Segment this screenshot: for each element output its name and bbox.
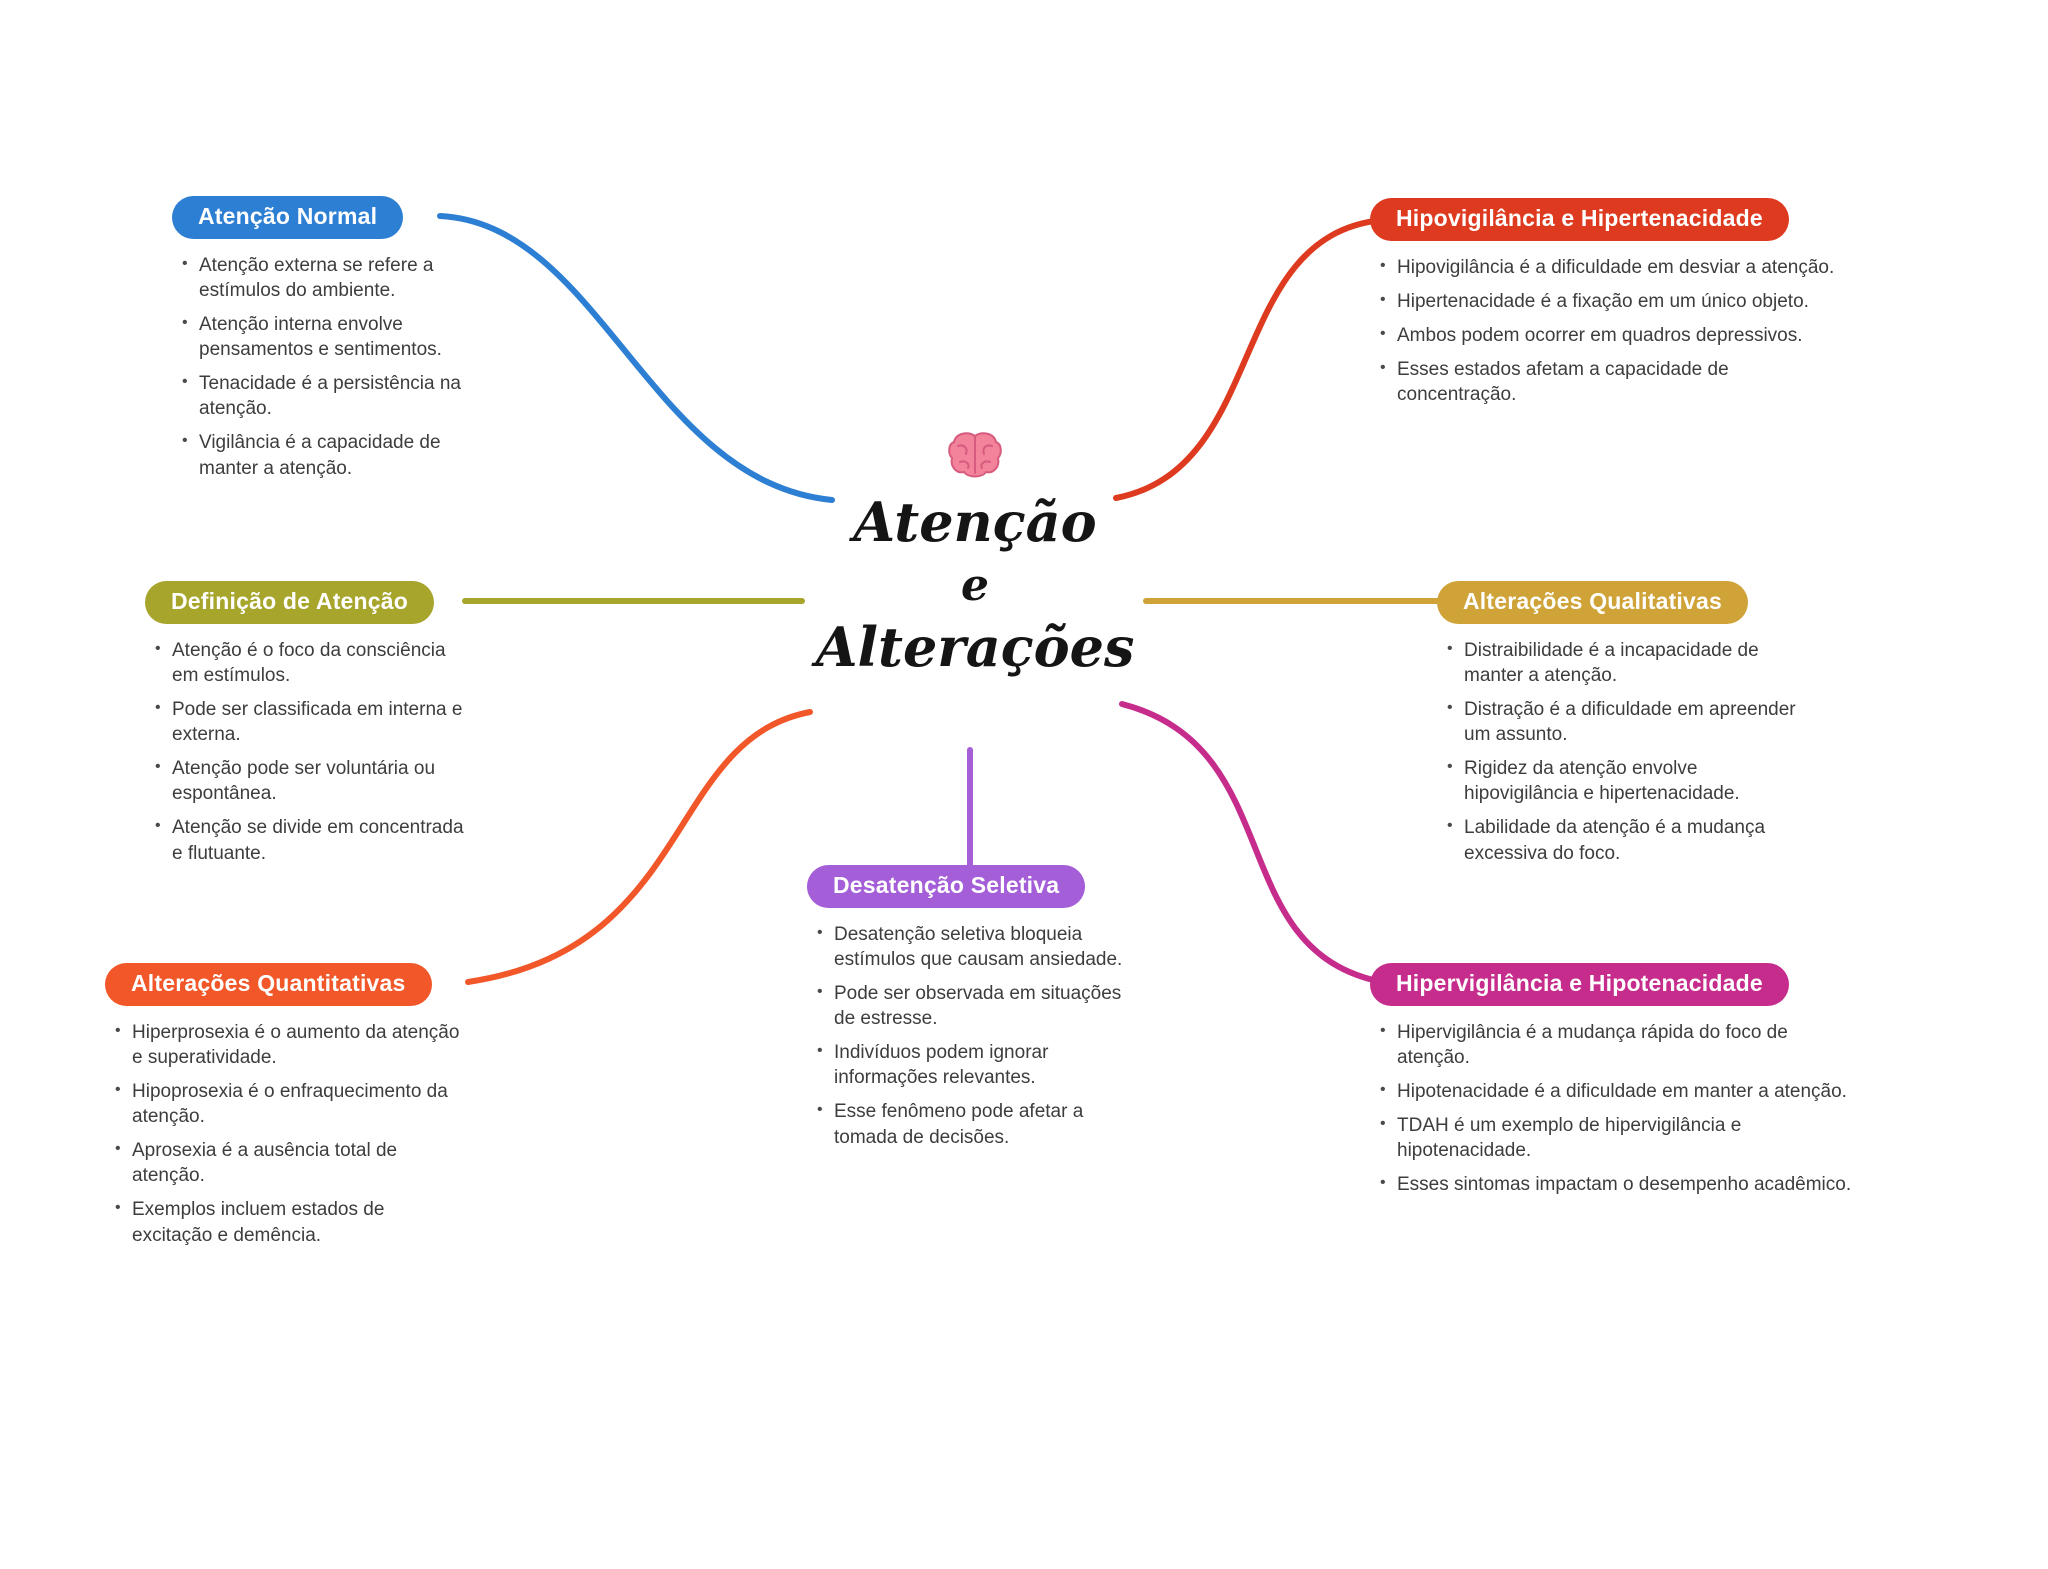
bullet-item: Hipovigilância é a dificuldade em desvia… bbox=[1376, 255, 1846, 280]
branch-desatencao-seletiva: Desatenção Seletiva Desatenção seletiva … bbox=[807, 865, 1143, 1159]
bullet-item: Exemplos incluem estados de excitação e … bbox=[111, 1197, 466, 1247]
bullet-item: Pode ser classificada em interna e exter… bbox=[151, 697, 466, 747]
connector-hipovigilancia bbox=[1113, 217, 1385, 501]
bullet-item: Indivíduos podem ignorar informações rel… bbox=[813, 1040, 1143, 1090]
branch-hipovigilancia-hipertenacidade: Hipovigilância e Hipertenacidade Hipovig… bbox=[1370, 198, 1846, 416]
bullet-item: Distraibilidade é a incapacidade de mant… bbox=[1443, 638, 1803, 688]
bullet-item: Esse fenômeno pode afetar a tomada de de… bbox=[813, 1099, 1143, 1149]
bullet-item: Distração é a dificuldade em apreender u… bbox=[1443, 697, 1803, 747]
branch-alteracoes-quantitativas: Alterações Quantitativas Hiperprosexia é… bbox=[105, 963, 466, 1257]
connector-quantitativas bbox=[465, 709, 813, 985]
bullet-item: Ambos podem ocorrer em quadros depressiv… bbox=[1376, 323, 1846, 348]
bullet-item: Hipotenacidade é a dificuldade em manter… bbox=[1376, 1079, 1856, 1104]
bullet-item: Hipervigilância é a mudança rápida do fo… bbox=[1376, 1020, 1856, 1070]
bullet-item: Hiperprosexia é o aumento da atenção e s… bbox=[111, 1020, 466, 1070]
branch-header-hipovigilancia[interactable]: Hipovigilância e Hipertenacidade bbox=[1370, 198, 1789, 241]
bullet-item: Hipertenacidade é a fixação em um único … bbox=[1376, 289, 1846, 314]
branch-bullets: Hiperprosexia é o aumento da atenção e s… bbox=[111, 1020, 466, 1248]
branch-bullets: Hipovigilância é a dificuldade em desvia… bbox=[1376, 255, 1846, 407]
bullet-item: Hipoprosexia é o enfraquecimento da aten… bbox=[111, 1079, 466, 1129]
bullet-item: Atenção interna envolve pensamentos e se… bbox=[178, 312, 478, 362]
bullet-item: Atenção se divide em concentrada e flutu… bbox=[151, 815, 466, 865]
branch-definicao-de-atencao: Definição de Atenção Atenção é o foco da… bbox=[145, 581, 466, 875]
branch-atencao-normal: Atenção Normal Atenção externa se refere… bbox=[172, 196, 478, 490]
connector-atencao-normal bbox=[437, 213, 835, 503]
bullet-item: Rigidez da atenção envolve hipovigilânci… bbox=[1443, 756, 1803, 806]
branch-bullets: Hipervigilância é a mudança rápida do fo… bbox=[1376, 1020, 1856, 1197]
branch-header-qualitativas[interactable]: Alterações Qualitativas bbox=[1437, 581, 1748, 624]
branch-bullets: Atenção externa se refere a estímulos do… bbox=[178, 253, 478, 481]
bullet-item: Labilidade da atenção é a mudança excess… bbox=[1443, 815, 1803, 865]
branch-header-desatencao[interactable]: Desatenção Seletiva bbox=[807, 865, 1086, 908]
central-topic: Atenção e Alterações bbox=[790, 428, 1160, 681]
branch-bullets: Desatenção seletiva bloqueia estímulos q… bbox=[813, 922, 1143, 1150]
bullet-item: Aprosexia é a ausência total de atenção. bbox=[111, 1138, 466, 1188]
branch-header-atencao-normal[interactable]: Atenção Normal bbox=[172, 196, 404, 239]
bullet-item: Desatenção seletiva bloqueia estímulos q… bbox=[813, 922, 1143, 972]
branch-header-definicao[interactable]: Definição de Atenção bbox=[145, 581, 435, 624]
central-title-line2: e bbox=[961, 559, 989, 611]
branch-alteracoes-qualitativas: Alterações Qualitativas Distraibilidade … bbox=[1437, 581, 1803, 875]
branch-hipervigilancia-hipotenacidade: Hipervigilância e Hipotenacidade Hipervi… bbox=[1370, 963, 1856, 1206]
branch-bullets: Atenção é o foco da consciência em estím… bbox=[151, 638, 466, 866]
central-title-line3: Alterações bbox=[815, 614, 1135, 679]
bullet-item: TDAH é um exemplo de hipervigilância e h… bbox=[1376, 1113, 1856, 1163]
branch-bullets: Distraibilidade é a incapacidade de mant… bbox=[1443, 638, 1803, 866]
bullet-item: Tenacidade é a persistência na atenção. bbox=[178, 371, 478, 421]
bullet-item: Esses sintomas impactam o desempenho aca… bbox=[1376, 1172, 1856, 1197]
branch-header-quantitativas[interactable]: Alterações Quantitativas bbox=[105, 963, 432, 1006]
central-title-line1: Atenção bbox=[853, 490, 1097, 554]
bullet-item: Pode ser observada em situações de estre… bbox=[813, 981, 1143, 1031]
connector-hipervigilancia bbox=[1119, 701, 1385, 985]
bullet-item: Atenção é o foco da consciência em estím… bbox=[151, 638, 466, 688]
branch-header-hipervigilancia[interactable]: Hipervigilância e Hipotenacidade bbox=[1370, 963, 1789, 1006]
bullet-item: Atenção externa se refere a estímulos do… bbox=[178, 253, 478, 303]
bullet-item: Atenção pode ser voluntária ou espontâne… bbox=[151, 756, 466, 806]
bullet-item: Esses estados afetam a capacidade de con… bbox=[1376, 357, 1846, 407]
brain-icon bbox=[948, 432, 1002, 478]
bullet-item: Vigilância é a capacidade de manter a at… bbox=[178, 430, 478, 480]
